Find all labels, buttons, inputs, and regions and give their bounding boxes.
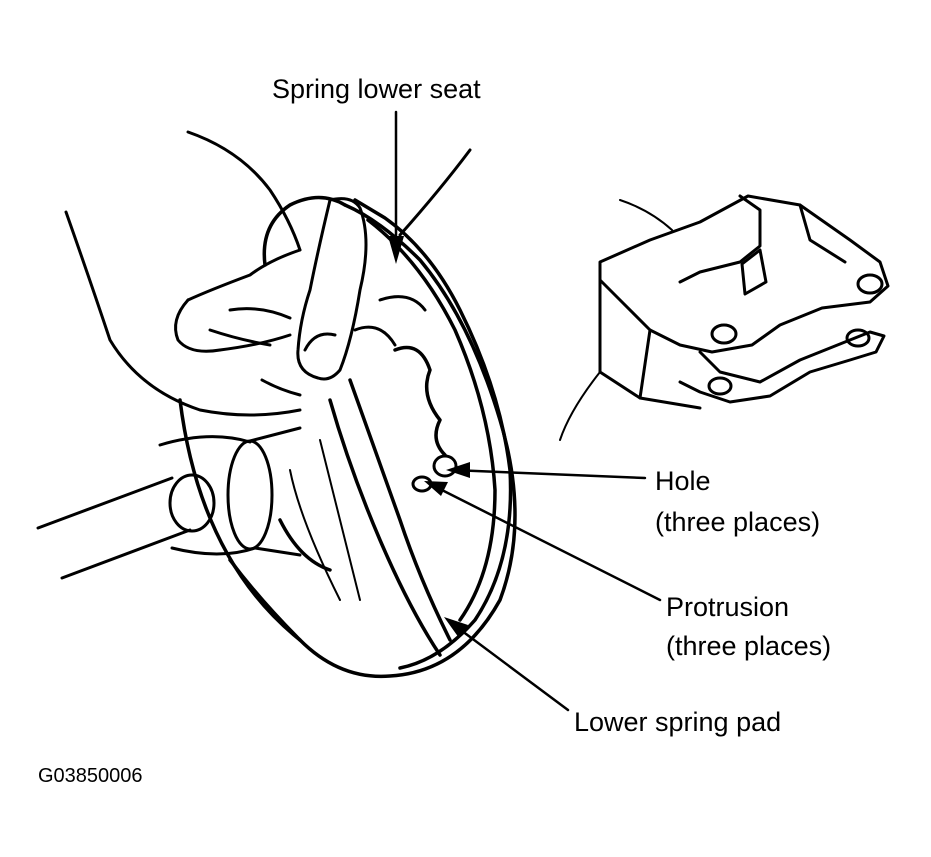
hand [64, 130, 472, 417]
spring-lower-seat-disc [178, 195, 517, 679]
leader-hole [450, 468, 647, 480]
arrow-spring-lower-seat [388, 236, 404, 264]
arrow-hole [446, 462, 470, 478]
leader-protrusion [428, 482, 662, 602]
label-protrusion: Protrusion [666, 592, 790, 622]
bracket-housing [559, 194, 890, 441]
leader-lines [394, 110, 662, 712]
shaft [36, 426, 302, 580]
label-protrusion-sub: (three places) [666, 631, 832, 661]
label-hole-sub: (three places) [655, 507, 821, 537]
label-lower-spring-pad: Lower spring pad [574, 707, 782, 737]
arrow-protrusion [424, 481, 448, 496]
figure-code: G03850006 [38, 765, 143, 787]
label-hole: Hole [655, 466, 711, 496]
label-spring-lower-seat: Spring lower seat [272, 74, 481, 104]
arrowheads [388, 236, 470, 638]
leader-lower-spring-pad [448, 620, 570, 712]
arrow-lower-spring-pad [444, 617, 468, 638]
